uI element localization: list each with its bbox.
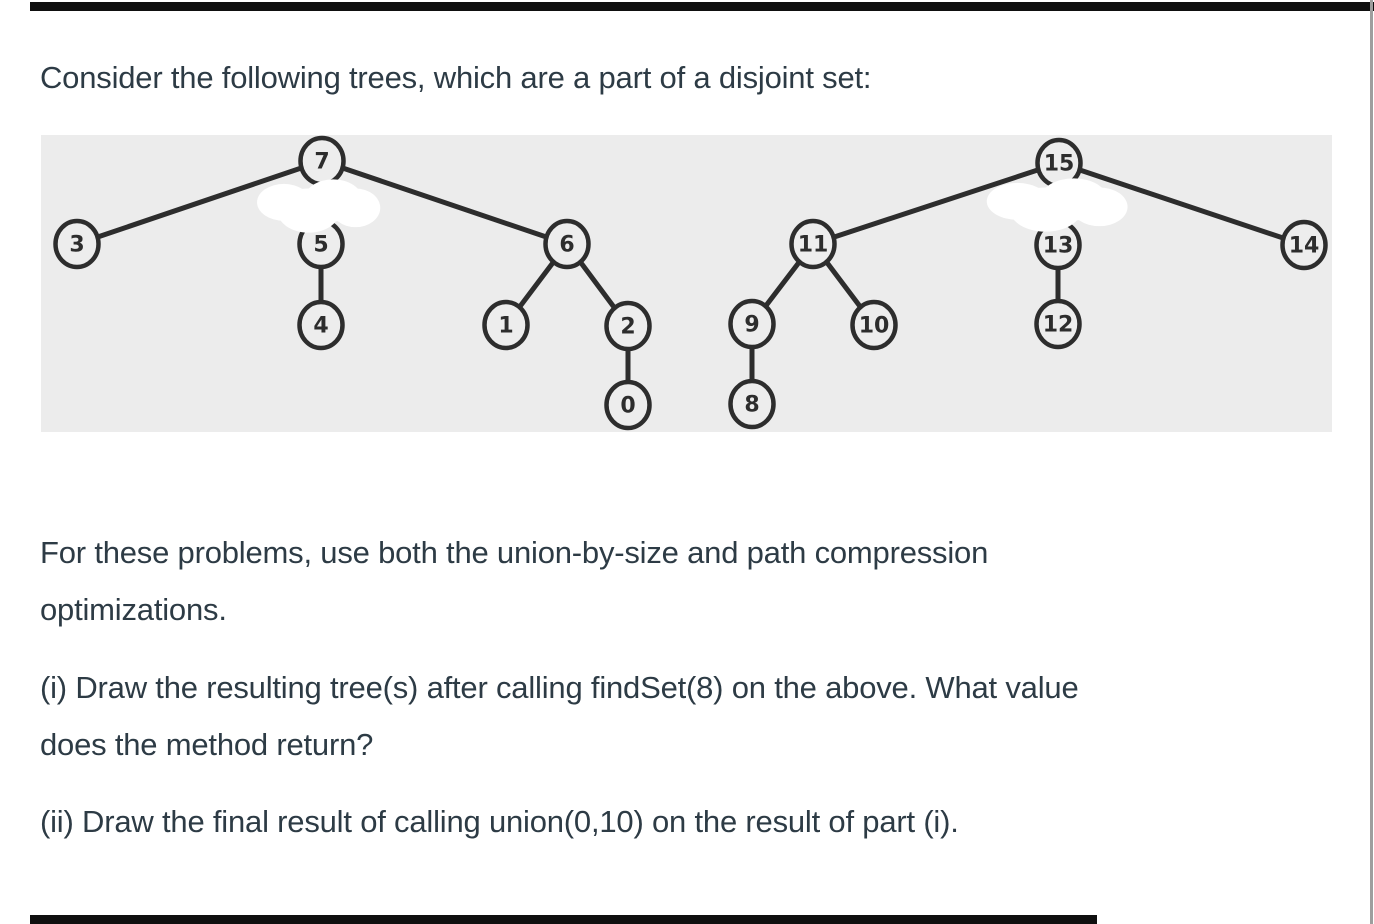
tree-node-label-8: 8 [744,393,759,418]
tree-node-8 [728,378,776,430]
tree-node-label-4: 4 [313,314,328,339]
tree-edge-15-11 [810,160,1062,247]
page-edge-line [1370,0,1373,924]
question-part-i-line2: does the method return? [40,727,374,762]
tree-node-label-6: 6 [559,233,574,258]
tree-node-14 [1280,219,1328,271]
whiteout-scribble-2 [1017,188,1105,222]
tree-node-0 [604,379,652,431]
tree-node-12 [1034,298,1082,350]
tree-node-label-2: 2 [620,315,635,340]
tree-node-label-9: 9 [744,313,759,338]
tree-node-label-13: 13 [1043,234,1074,259]
tree-node-label-5: 5 [313,233,328,258]
tree-node-1 [482,299,530,351]
question-part-ii-line1: (ii) Draw the final result of calling un… [40,804,959,839]
tree-node-10 [850,299,898,351]
tree-node-label-1: 1 [498,314,513,339]
tree-edge-15-14 [1056,160,1307,248]
cropped-element-edge-top [30,2,1374,11]
tree-node-3 [53,218,101,270]
question-intro-text: Consider the following trees, which are … [40,60,872,95]
tree-node-label-11: 11 [798,233,829,258]
tree-node-2 [604,300,652,352]
paragraph-optimizations-line1: For these problems, use both the union-b… [40,535,989,570]
tree-node-9 [728,298,776,350]
cropped-element-edge-bottom [30,915,1097,924]
tree-node-label-7: 7 [314,150,329,175]
tree-node-label-12: 12 [1043,313,1074,338]
paragraph-optimizations-line2: optimizations. [40,592,227,627]
tree-node-4 [297,299,345,351]
question-part-i-line1: (i) Draw the resulting tree(s) after cal… [40,670,1079,705]
tree-node-label-14: 14 [1289,234,1320,259]
whiteout-scribble-1 [283,189,361,223]
tree-node-label-3: 3 [69,233,84,258]
tree-node-label-0: 0 [620,394,635,419]
tree-edge-7-3 [74,158,325,247]
tree-edge-7-6 [319,158,570,247]
tree-node-6 [543,218,591,270]
tree-node-label-15: 15 [1044,152,1075,177]
tree-node-label-10: 10 [859,314,890,339]
tree-node-11 [789,218,837,270]
